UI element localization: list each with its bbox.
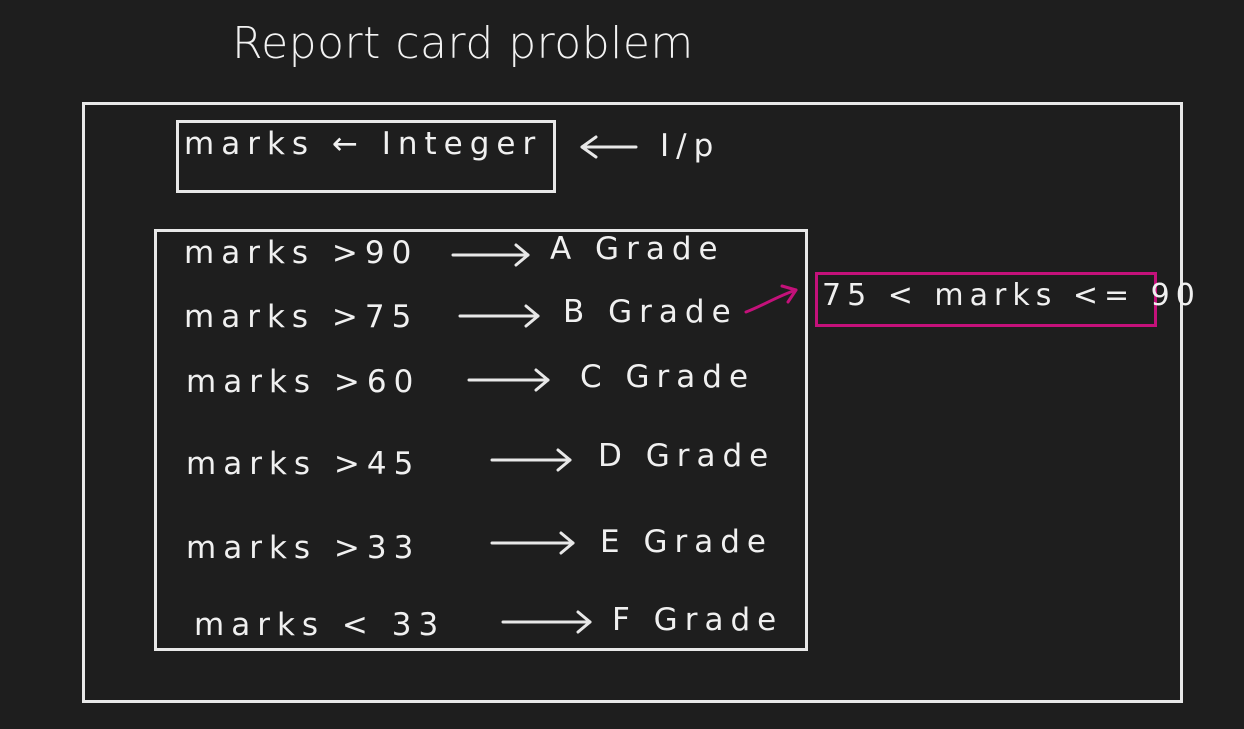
grade-rules-box xyxy=(154,229,808,651)
input-box xyxy=(176,120,556,193)
rule-condition-e: marks >33 xyxy=(186,530,421,566)
rule-condition-b: marks >75 xyxy=(184,299,419,335)
rule-grade-f: F Grade xyxy=(612,602,784,638)
rule-grade-e: E Grade xyxy=(600,524,773,560)
rule-condition-a: marks >90 xyxy=(184,235,419,271)
range-note-box xyxy=(815,272,1157,327)
diagram-title: Report card problem xyxy=(232,18,694,69)
rule-condition-c: marks >60 xyxy=(186,364,421,400)
input-label: I/p xyxy=(660,128,721,164)
rule-grade-d: D Grade xyxy=(598,438,776,474)
rule-condition-f: marks < 33 xyxy=(194,607,446,643)
rule-grade-c: C Grade xyxy=(580,359,756,395)
rule-grade-a: A Grade xyxy=(550,231,725,267)
rule-condition-d: marks >45 xyxy=(186,446,421,482)
range-note-text: 75 < marks <= 90 xyxy=(822,278,1201,313)
rule-grade-b: B Grade xyxy=(563,294,738,330)
outer-frame xyxy=(82,102,1183,703)
input-assignment-text: marks ← Integer xyxy=(184,126,543,162)
